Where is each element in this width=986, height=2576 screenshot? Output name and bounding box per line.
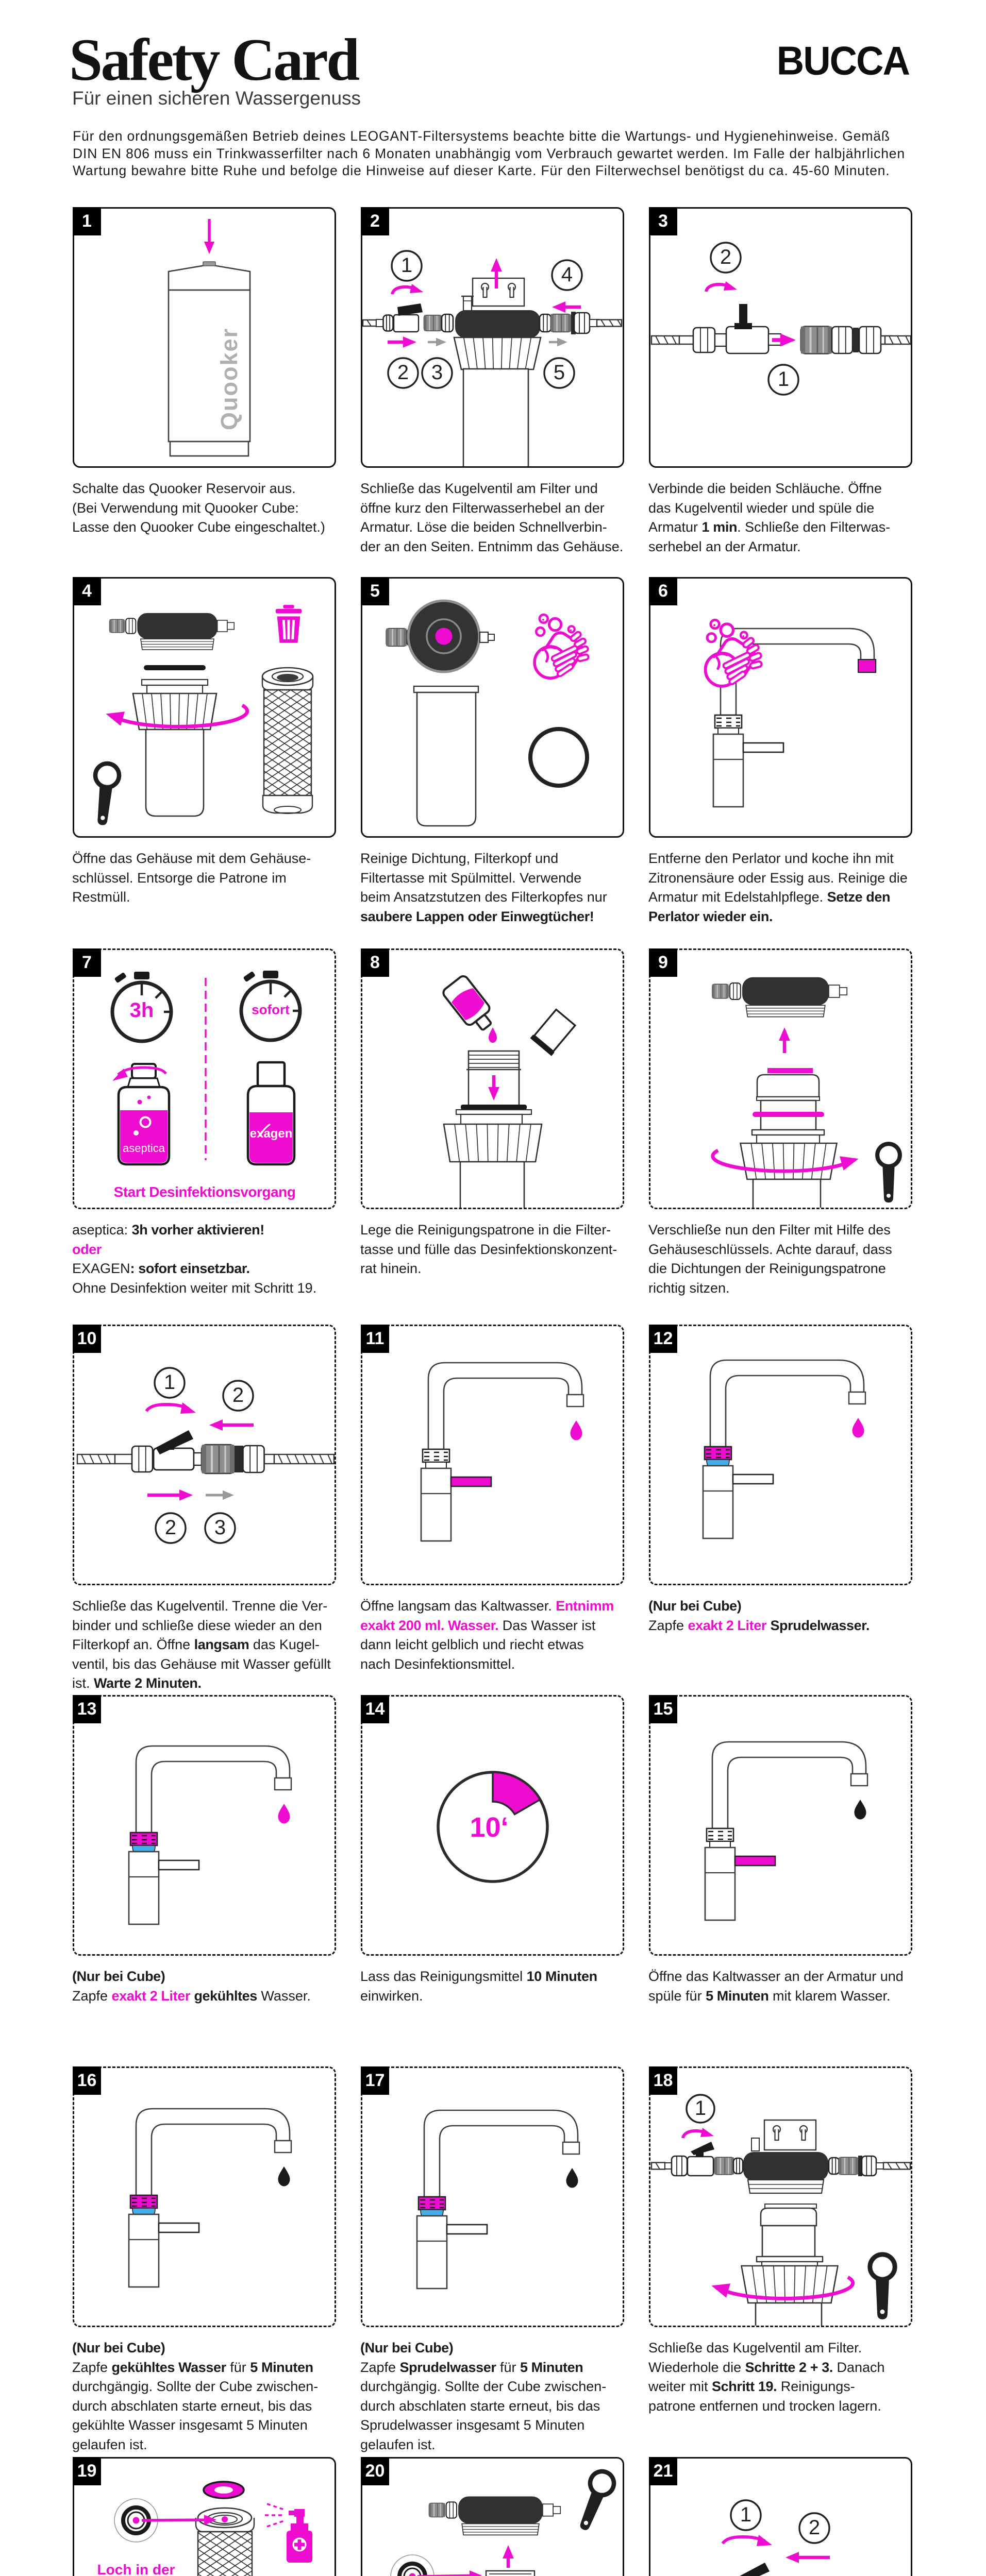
svg-text:3: 3 bbox=[214, 1516, 226, 1539]
svg-text:aseptica: aseptica bbox=[123, 1142, 165, 1155]
svg-text:2: 2 bbox=[809, 2516, 820, 2539]
svg-text:1: 1 bbox=[695, 2097, 706, 2120]
svg-text:exagen: exagen bbox=[250, 1127, 293, 1141]
svg-text:Start Desinfektionsvorgang: Start Desinfektionsvorgang bbox=[114, 1184, 296, 1200]
svg-text:1: 1 bbox=[778, 368, 789, 391]
svg-text:sofort: sofort bbox=[252, 1002, 290, 1018]
svg-text:1: 1 bbox=[401, 254, 412, 277]
svg-text:10‘: 10‘ bbox=[470, 1812, 508, 1843]
svg-text:4: 4 bbox=[561, 263, 573, 286]
svg-text:1: 1 bbox=[164, 1371, 175, 1394]
svg-text:2: 2 bbox=[165, 1516, 176, 1539]
svg-text:1: 1 bbox=[740, 2503, 751, 2526]
svg-text:2: 2 bbox=[720, 246, 731, 268]
svg-text:2: 2 bbox=[397, 361, 409, 384]
svg-text:3: 3 bbox=[431, 361, 443, 384]
svg-text:2: 2 bbox=[232, 1384, 244, 1406]
svg-text:5: 5 bbox=[554, 361, 565, 384]
svg-text:Quooker: Quooker bbox=[216, 328, 242, 430]
svg-text:3h: 3h bbox=[130, 999, 154, 1022]
svg-text:Loch in der: Loch in der bbox=[97, 2562, 175, 2576]
